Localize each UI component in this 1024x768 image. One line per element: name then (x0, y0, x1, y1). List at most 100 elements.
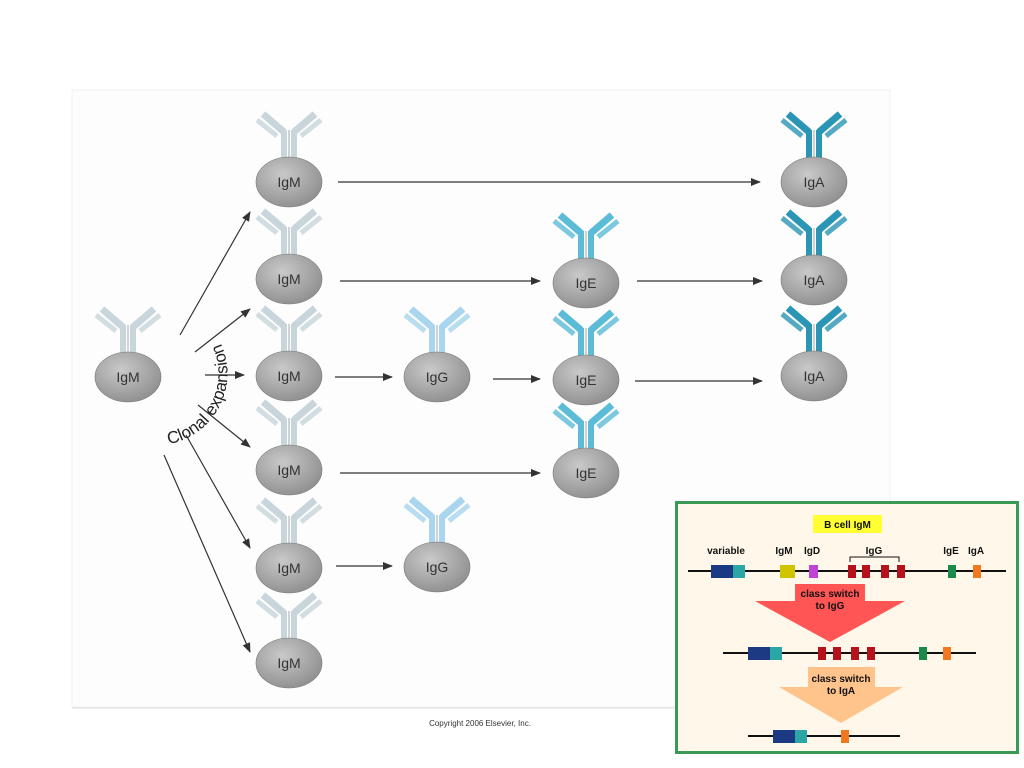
antibody-iga (780, 111, 848, 162)
cell-body (552, 447, 620, 499)
cell-body (255, 156, 323, 208)
antibody-igm (255, 399, 323, 450)
inset-diagram: B cell IgM variable IgM IgD IgG IgE IgA … (688, 515, 1006, 743)
row3-cell-igg: IgG (403, 306, 471, 403)
copyright-notice: Copyright 2006 Elsevier, Inc. (429, 719, 531, 728)
cell-label: IgM (116, 369, 139, 385)
iga-switched-variable-tip (795, 730, 807, 743)
expansion-arrow-6 (163, 454, 251, 653)
label-ige: IgE (943, 546, 959, 557)
row6-cell-igm: IgM (255, 592, 323, 689)
cell-label: IgM (277, 271, 300, 287)
antibody-igm (255, 208, 323, 259)
switch-to-igg-arrow (755, 584, 905, 642)
cell-body (552, 257, 620, 309)
cell-body (780, 254, 848, 306)
igg-switched-iga (943, 647, 951, 660)
cell-body (403, 541, 471, 593)
cell-body (255, 350, 323, 402)
class-switch-inset: B cell IgM variable IgM IgD IgG IgE IgA … (675, 501, 1019, 754)
cell-label: IgM (277, 560, 300, 576)
label-iga: IgA (968, 546, 984, 557)
row2-cell-ige: IgE (552, 212, 620, 309)
expansion-arrow-1 (179, 211, 251, 336)
cell-label: IgG (426, 559, 449, 575)
iga-switched-gene (841, 730, 849, 743)
antibody-igm (255, 305, 323, 356)
inset-title-highlight (813, 515, 882, 533)
switch-to-iga-line1: class switch (812, 674, 871, 685)
antibody-igm (255, 592, 323, 643)
row3-cell-iga: IgA (780, 305, 848, 402)
cell-body (255, 542, 323, 594)
initial-igm-cell: IgM (94, 306, 162, 403)
row1-cell-igm: IgM (255, 111, 323, 208)
iga-switched-variable (773, 730, 799, 743)
antibody-igm (94, 306, 162, 357)
cell-body (255, 253, 323, 305)
cell-label: IgG (426, 369, 449, 385)
label-variable: variable (707, 546, 745, 557)
label-igg: IgG (866, 546, 883, 557)
igg-bracket (849, 556, 900, 562)
variable-segment-tip (733, 565, 745, 578)
cell-label: IgM (277, 174, 300, 190)
label-igd: IgD (804, 546, 820, 557)
row3-cell-igm: IgM (255, 305, 323, 402)
row5-cell-igg: IgG (403, 496, 471, 593)
antibody-ige (552, 309, 620, 360)
label-igm: IgM (775, 546, 792, 557)
ige-segment (948, 565, 956, 578)
switch-to-iga-arrow (779, 667, 903, 723)
switch-to-igg-line1: class switch (801, 589, 860, 600)
cell-label: IgM (277, 462, 300, 478)
cell-label: IgE (575, 465, 596, 481)
cell-body (780, 350, 848, 402)
cell-body (552, 354, 620, 406)
cell-body (255, 444, 323, 496)
row4-cell-igm: IgM (255, 399, 323, 496)
igm-segment (780, 565, 795, 578)
cell-label: IgE (575, 275, 596, 291)
cell-label: IgM (277, 655, 300, 671)
row1-cell-iga: IgA (780, 111, 848, 208)
antibody-igg (403, 496, 471, 547)
switch-to-igg-line2: to IgG (816, 601, 845, 612)
cell-body (403, 351, 471, 403)
antibody-igm (255, 497, 323, 548)
cell-body (94, 351, 162, 403)
igg-switched-gene-2 (833, 647, 841, 660)
antibody-igm (255, 111, 323, 162)
igg-segment-2 (862, 565, 870, 578)
switch-to-iga-line2: to IgA (827, 686, 855, 697)
expansion-arrow-2 (194, 308, 251, 353)
iga-segment (973, 565, 981, 578)
igg-switched-variable-tip (770, 647, 782, 660)
cell-label: IgM (277, 368, 300, 384)
igg-switched-ige (919, 647, 927, 660)
row5-cell-igm: IgM (255, 497, 323, 594)
expansion-arrow-5 (185, 434, 251, 549)
antibody-ige (552, 212, 620, 263)
igd-segment (809, 565, 818, 578)
igg-switched-gene-1 (818, 647, 826, 660)
variable-segment (711, 565, 737, 578)
antibody-ige (552, 402, 620, 453)
antibody-iga (780, 305, 848, 356)
row2-cell-igm: IgM (255, 208, 323, 305)
igg-switched-gene-4 (867, 647, 875, 660)
antibody-igg (403, 306, 471, 357)
igg-segment-1 (848, 565, 856, 578)
cell-body (780, 156, 848, 208)
igg-segment-3 (881, 565, 889, 578)
row3-cell-ige: IgE (552, 309, 620, 406)
antibody-iga (780, 209, 848, 260)
cell-label: IgE (575, 372, 596, 388)
igg-switched-variable (748, 647, 774, 660)
cell-body (255, 637, 323, 689)
igg-switched-gene-3 (851, 647, 859, 660)
cell-label: IgA (803, 368, 825, 384)
inset-title: B cell IgM (824, 520, 871, 531)
